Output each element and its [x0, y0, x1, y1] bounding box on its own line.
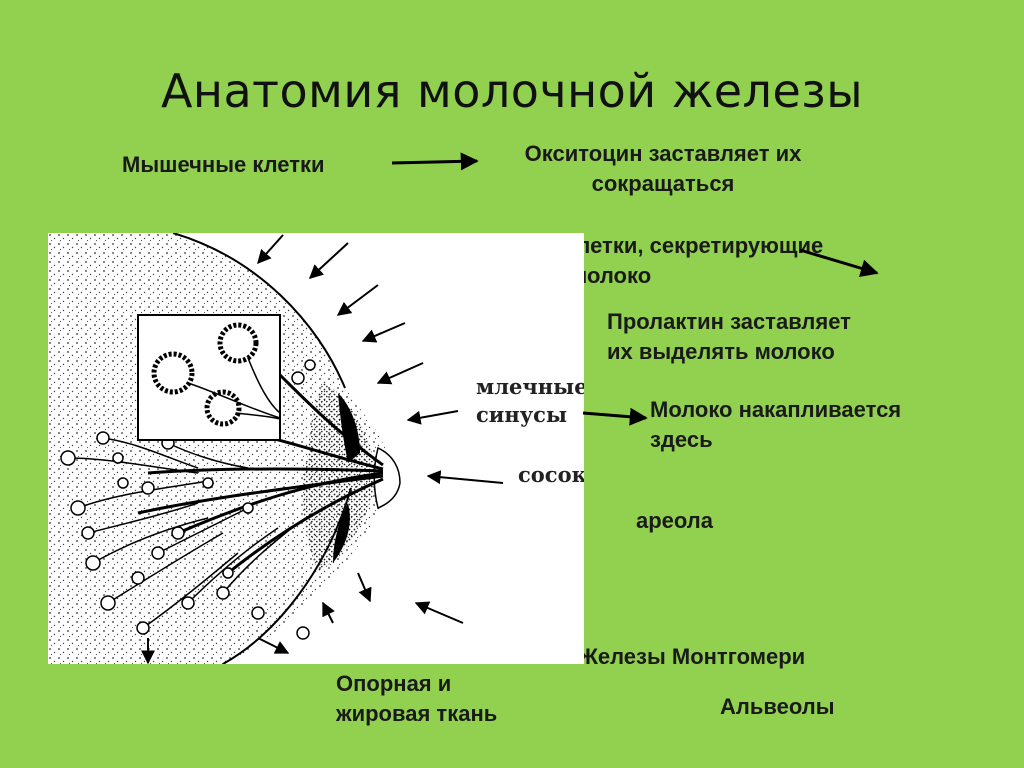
label-alveoli: Альвеолы — [720, 694, 835, 719]
label-secreting-line2: молоко — [571, 263, 652, 288]
label-prolactin: Пролактин заставляет их выделять молоко — [607, 307, 851, 367]
label-areola: ареола — [636, 508, 714, 533]
label-milk-stored: Молоко накапливается здесь — [650, 395, 901, 455]
arrow-secreting — [799, 248, 879, 277]
label-secreting-cells: Клетки, секретирующие молоко — [563, 231, 823, 291]
arrow-muscle-to-oxytocin — [391, 152, 479, 171]
slide-title: Анатомия молочной железы — [160, 64, 864, 118]
label-prolactin-line2: их выделять молоко — [607, 339, 835, 364]
label-support-line2: жировая ткань — [336, 701, 498, 726]
label-milk-line2: здесь — [650, 427, 713, 452]
arrow-milk-stored — [582, 407, 648, 426]
breast-tissue — [48, 233, 398, 664]
label-support-line1: Опорная и — [336, 671, 452, 696]
label-oxytocin-line2: сокращаться — [591, 171, 735, 196]
diagram-sinuses-line1: млечные — [476, 374, 584, 399]
breast-anatomy-diagram: млечные синусы сосок — [48, 233, 584, 664]
label-montgomery: Железы Монтгомери — [578, 644, 806, 669]
label-support-tissue: Опорная и жировая ткань — [336, 669, 497, 729]
label-prolactin-line1: Пролактин заставляет — [607, 309, 851, 334]
areola-region — [302, 383, 378, 573]
diagram-drawing — [48, 233, 504, 664]
diagram-nipple-label: сосок — [518, 462, 584, 487]
breast-outline — [172, 233, 346, 389]
label-oxytocin-line1: Окситоцин заставляет их — [524, 141, 802, 166]
diagram-sinuses-line2: синусы — [476, 402, 568, 427]
label-milk-line1: Молоко накапливается — [650, 397, 902, 422]
label-secreting-line1: Клетки, секретирующие — [563, 233, 824, 258]
label-oxytocin: Окситоцин заставляет их сокращаться — [478, 139, 848, 199]
diagram-sinuses: млечные синусы — [476, 373, 584, 429]
label-muscle-cells: Мышечные клетки — [122, 152, 325, 177]
